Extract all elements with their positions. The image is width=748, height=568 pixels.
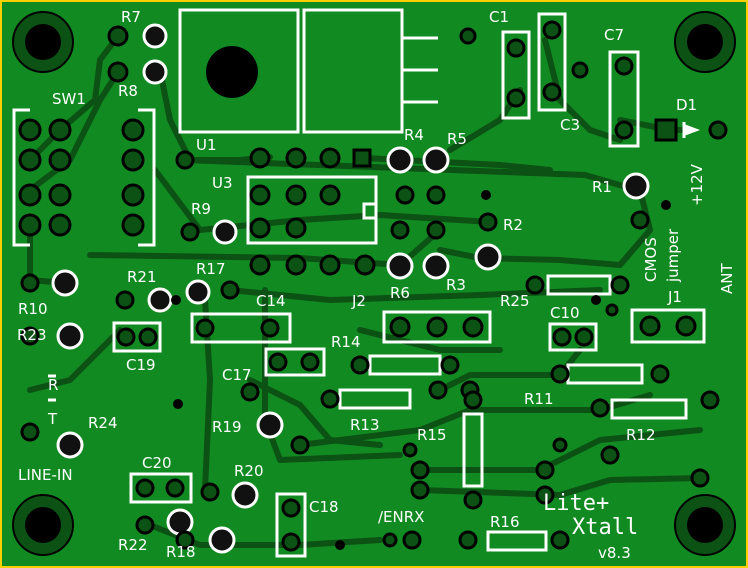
- pads: [18, 20, 728, 554]
- c14-outline: [190, 312, 292, 344]
- label-r18: R18: [166, 543, 196, 561]
- label-u1: U1: [196, 136, 217, 154]
- label-r25: R25: [500, 292, 530, 310]
- r25-body: [546, 274, 612, 296]
- copper-traces: [27, 33, 703, 548]
- label-r22: R22: [118, 536, 148, 554]
- label-c19: C19: [126, 356, 156, 374]
- label-title: Lite+: [543, 491, 609, 516]
- c1-outline: [501, 30, 531, 120]
- label-ant: ANT: [718, 263, 736, 294]
- label-r24: R24: [88, 414, 118, 432]
- label-r23: R23: [17, 326, 47, 344]
- mounting-holes: [12, 11, 736, 556]
- label-c17: C17: [222, 366, 252, 384]
- label-r11: R11: [524, 390, 554, 408]
- c10-outline: [548, 322, 598, 352]
- label-line-in: LINE-IN: [18, 466, 73, 484]
- c7-outline: [608, 50, 640, 148]
- label-r19: R19: [212, 418, 242, 436]
- label-r6: R6: [390, 284, 410, 302]
- label-c14: C14: [256, 292, 286, 310]
- label-r1: R1: [592, 178, 612, 196]
- label-c10: C10: [550, 304, 580, 322]
- label-r14: R14: [331, 333, 361, 351]
- label-c1: C1: [489, 8, 509, 26]
- label-c18: C18: [309, 498, 339, 516]
- label-cmos: CMOS: [642, 237, 660, 282]
- label-r9: R9: [191, 200, 211, 218]
- label-u3: U3: [212, 174, 233, 192]
- label-version: v8.3: [598, 544, 631, 562]
- component-labels: R7 R8 SW1 U1 U3 C1 C3 C7 D1 R4 R5 R1 R9 …: [17, 8, 697, 561]
- silkscreen: [12, 8, 706, 558]
- j2-outline: [382, 310, 492, 344]
- label-r20: R20: [234, 462, 264, 480]
- label-c20: C20: [142, 454, 172, 472]
- r15-body: [462, 412, 484, 488]
- r11-body: [566, 363, 644, 385]
- label-r7: R7: [121, 8, 141, 26]
- label-r3: R3: [446, 276, 466, 294]
- label-t-switch: T: [47, 410, 58, 428]
- label-r5: R5: [447, 130, 467, 148]
- label-r13: R13: [350, 416, 380, 434]
- label-enrx: /ENRX: [378, 508, 424, 526]
- board-text: CMOS jumper +12V ANT R T LINE-IN /ENRX L…: [18, 163, 736, 562]
- label-r12: R12: [626, 426, 656, 444]
- label-c7: C7: [604, 26, 624, 44]
- j1-outline: [630, 308, 706, 344]
- label-j1: J1: [667, 288, 682, 306]
- c20-outline: [129, 472, 193, 504]
- label-sw1: SW1: [52, 90, 86, 108]
- c17-outline: [264, 347, 326, 377]
- label-r4: R4: [404, 126, 424, 144]
- label-r16: R16: [490, 513, 520, 531]
- c3-outline: [537, 12, 567, 112]
- label-d1: D1: [676, 96, 697, 114]
- label-jumper: jumper: [664, 228, 682, 283]
- label-r21: R21: [127, 268, 157, 286]
- label-r10: R10: [18, 300, 48, 318]
- label-r-switch: R: [48, 376, 58, 394]
- label-r15: R15: [417, 426, 447, 444]
- c19-outline: [112, 321, 162, 353]
- r12-body: [610, 398, 688, 420]
- label-r8: R8: [118, 82, 138, 100]
- label-r17: R17: [196, 260, 226, 278]
- u1-mount-hole: [206, 46, 258, 98]
- c18-outline: [275, 492, 307, 558]
- u1-heatsink-outline: [178, 8, 300, 134]
- d1-symbol: [682, 122, 700, 138]
- label-j2: J2: [351, 292, 366, 310]
- r16-body: [486, 530, 548, 552]
- label-r2: R2: [503, 216, 523, 234]
- label-c3: C3: [560, 116, 580, 134]
- label-12v: +12V: [688, 163, 706, 206]
- sw1-outline: [12, 108, 30, 247]
- r14-body: [368, 354, 442, 376]
- label-subtitle: Xtall: [572, 515, 638, 540]
- r13-body: [338, 388, 412, 410]
